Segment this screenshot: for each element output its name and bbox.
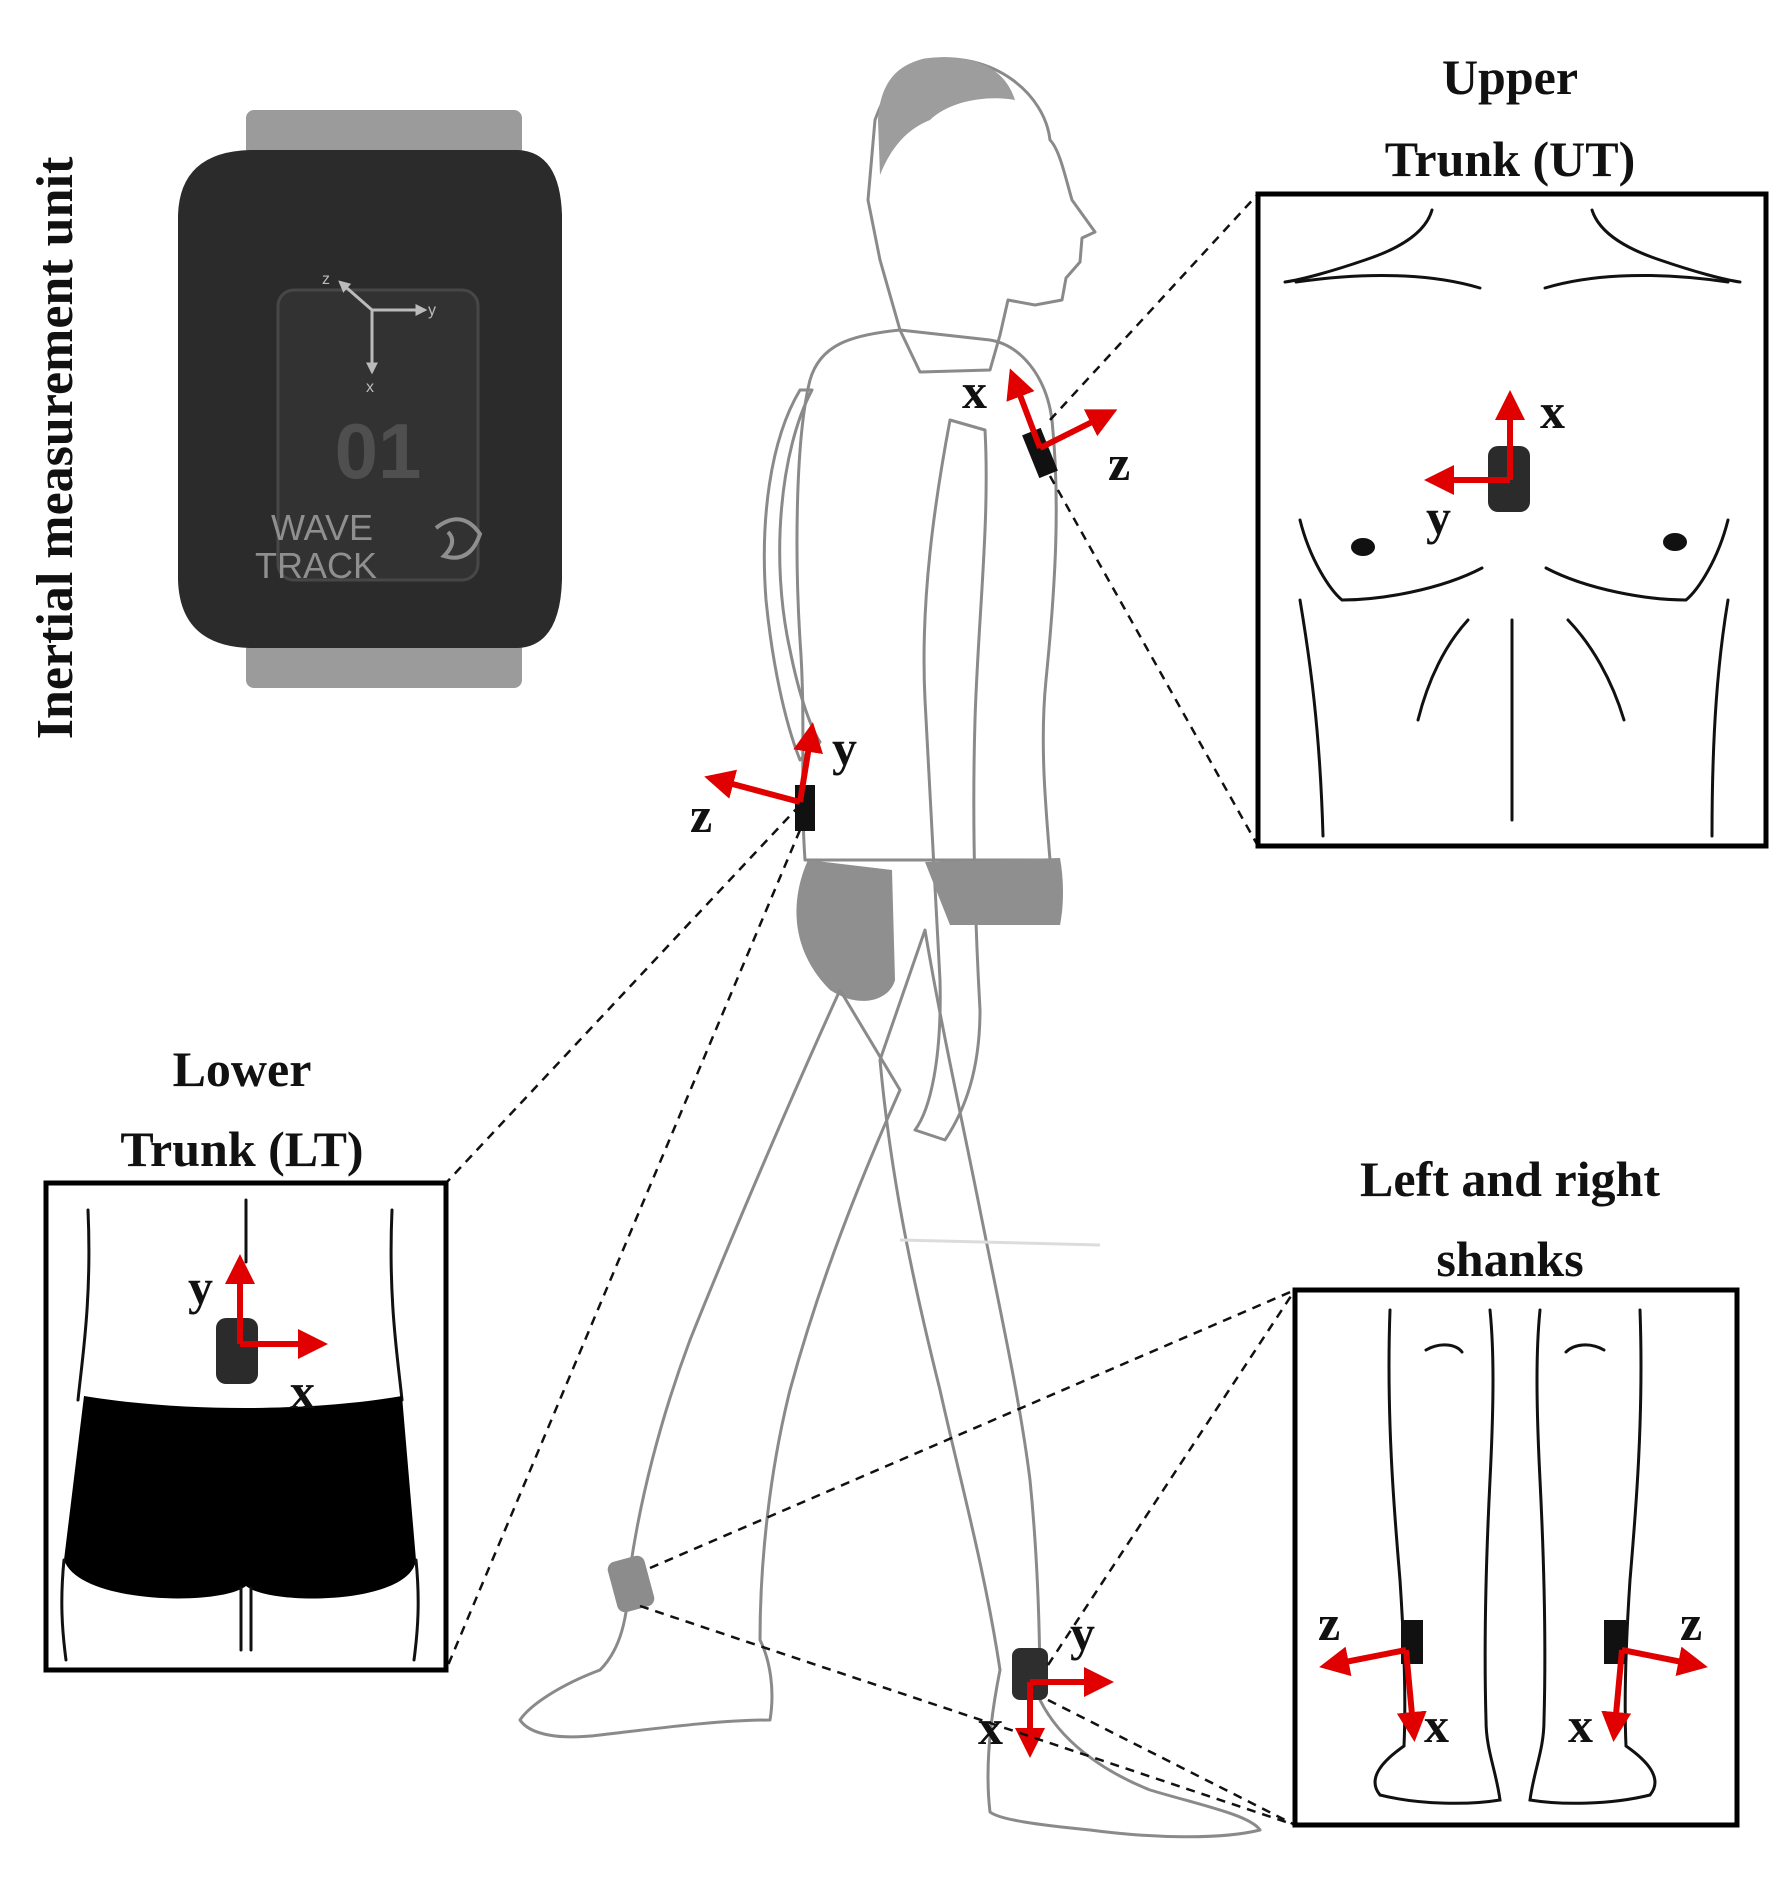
ut-panel-axis-x: x [1540,383,1565,439]
upper-trunk-body-axes: x z [962,363,1130,491]
device-brand-bottom: TRACK [255,545,377,586]
upper-trunk-panel: x y [1255,191,1769,849]
shank-body-axis-x: x [978,1699,1003,1755]
shank-right-knee [1564,1343,1606,1354]
lt-right-flank [389,1208,404,1402]
shank-left-panel-axis-z: z [1318,1595,1340,1651]
lt-panel-axis-x: x [290,1363,315,1419]
floor-shadow-line [899,1238,1101,1247]
device-logo-icon [434,517,483,560]
ut-right-pectoral [1544,518,1730,602]
walking-person-figure [518,57,1262,1839]
device-number-label: 01 [335,407,422,495]
figure-arm-back [762,388,822,762]
device-brand-top: WAVE [271,507,373,548]
figure-shorts-front [925,858,1063,925]
ut-title-line2: Trunk (UT) [1385,131,1636,187]
device-axis-x-label: x [366,379,374,396]
ut-right-side [1710,598,1730,838]
device-face [276,288,480,582]
lt-right-thigh [412,1558,420,1662]
device-axis-y-label: y [428,302,436,319]
ut-right-shoulder-line [1543,273,1730,290]
ut-right-nipple [1663,533,1687,551]
ut-left-rib [1416,618,1470,722]
ut-left-shoulder-line [1294,273,1482,290]
lt-title-line2: Trunk (LT) [120,1121,363,1177]
shank-body-axis-y: y [1070,1605,1095,1661]
shanks-panel: z x z x [1292,1287,1740,1828]
ut-body-axis-x: x [962,363,987,419]
figure-leg-back [518,988,902,1739]
shanks-title-line2: shanks [1436,1231,1583,1287]
device-axis-z-label: z [322,271,330,288]
ut-left-nipple [1351,538,1375,556]
ut-left-side [1298,598,1325,838]
sensor-right-shank [1012,1648,1048,1700]
ut-left-clavicle [1283,208,1434,284]
figure-shorts-back [796,860,895,1001]
shank-body-axes: y x [978,1605,1114,1758]
leader-lines [444,193,1297,1827]
lt-body-axis-z: z [690,787,712,843]
lt-left-thigh [60,1558,68,1662]
shank-right-panel-axis-x: x [1568,1697,1593,1753]
shank-right-panel-axis-z: z [1680,1595,1702,1651]
ut-right-clavicle [1590,208,1742,284]
lt-title-line1: Lower [173,1041,312,1097]
lt-shorts [64,1396,416,1599]
figure-leg-front [878,928,1262,1839]
lower-trunk-panel: y x [43,1180,449,1673]
shank-right-leg-outline [1528,1308,1657,1805]
ut-left-pectoral [1298,518,1484,602]
shanks-title-line1: Left and right [1360,1151,1660,1207]
ut-title-line1: Upper [1442,49,1578,105]
figure-hair [878,57,1015,176]
ut-panel-axis-y: y [1426,489,1451,545]
lt-panel-axis-y: y [188,1259,213,1315]
lt-left-flank [76,1208,91,1402]
shank-left-knee [1424,1343,1464,1354]
lower-trunk-body-axes: y z [690,720,857,843]
figure-arm-front [913,418,988,1142]
lt-panel-sensor [216,1318,258,1384]
shanks-panel-frame [1292,1287,1740,1828]
device-axis-glyph: y z x [322,271,436,396]
ut-right-rib [1566,618,1626,722]
imu-device-photo: y z x 01 WAVE TRACK [178,110,562,688]
sensor-left-shank [607,1555,655,1613]
sensor-upper-trunk [1022,427,1058,479]
lt-body-axis-y: y [832,720,857,776]
ut-body-axis-z: z [1108,435,1130,491]
shank-left-leg-outline [1373,1308,1502,1805]
device-caption: Inertial measurement unit [27,156,84,739]
shank-left-panel-axis-x: x [1424,1697,1449,1753]
